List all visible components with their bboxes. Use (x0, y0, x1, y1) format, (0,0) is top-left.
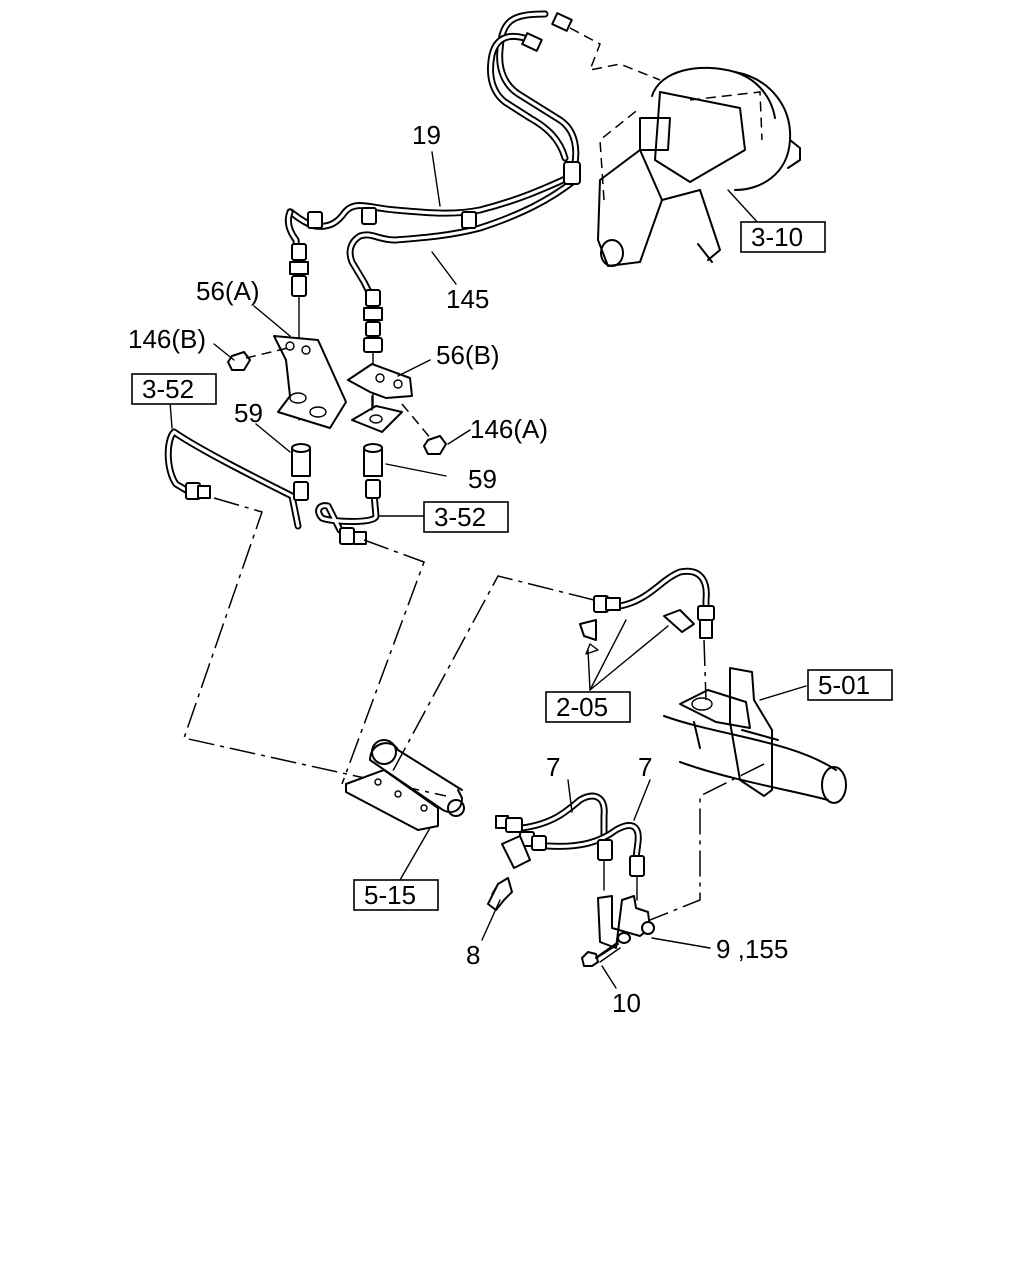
label-10: 10 (612, 988, 641, 1018)
ref-5-01: 5-01 (807, 669, 893, 701)
label-8: 8 (466, 940, 480, 970)
label-7-left: 7 (546, 752, 560, 782)
frame-5-01 (663, 667, 847, 804)
ref-5-15: 5-15 (353, 879, 439, 911)
label-56a: 56(A) (196, 276, 260, 306)
ref-3-10: 3-10 (740, 221, 826, 253)
label-59-left: 59 (234, 398, 263, 428)
ref-3-52-right: 3-52 (423, 501, 509, 533)
label-59-right: 59 (468, 464, 497, 494)
svg-text:3-10: 3-10 (751, 222, 803, 252)
label-56b: 56(B) (436, 340, 500, 370)
bracket-56b (347, 363, 433, 441)
spacer-59-left (291, 443, 311, 477)
flex-hose-upper-right (579, 567, 715, 691)
ref-2-05: 2-05 (545, 691, 631, 723)
bolt-10 (581, 941, 621, 967)
pipe-3-52-left (164, 401, 309, 530)
nut-146b (227, 347, 289, 371)
brake-pipe-7 (495, 792, 645, 901)
svg-text:3-52: 3-52 (434, 502, 486, 532)
axle-bracket-5-15 (345, 739, 465, 881)
pipe-3-52-right (315, 479, 425, 545)
three-way-joint-9 (597, 895, 655, 949)
svg-text:2-05: 2-05 (556, 692, 608, 722)
svg-text:3-52: 3-52 (142, 374, 194, 404)
svg-text:5-15: 5-15 (364, 880, 416, 910)
label-146a: 146(A) (470, 414, 548, 444)
label-9-155: 9 ,155 (716, 934, 788, 964)
right-union-stack (363, 289, 383, 421)
svg-text:5-01: 5-01 (818, 670, 870, 700)
clip-8 (487, 877, 513, 911)
label-19: 19 (412, 120, 441, 150)
bracket-56a (273, 335, 347, 429)
label-146b: 146(B) (128, 324, 206, 354)
leader-lines (213, 151, 711, 989)
label-7-right: 7 (638, 752, 652, 782)
spacer-59-right (363, 443, 383, 477)
ref-3-52-left: 3-52 (131, 373, 217, 405)
phantom-lines (183, 497, 765, 925)
master-cylinder-assembly (597, 66, 801, 267)
pipe-fittings-top (307, 12, 661, 229)
label-145: 145 (446, 284, 489, 314)
nut-146a (423, 435, 447, 455)
brake-pipe-145 (346, 32, 579, 302)
left-union-stack (289, 243, 309, 421)
